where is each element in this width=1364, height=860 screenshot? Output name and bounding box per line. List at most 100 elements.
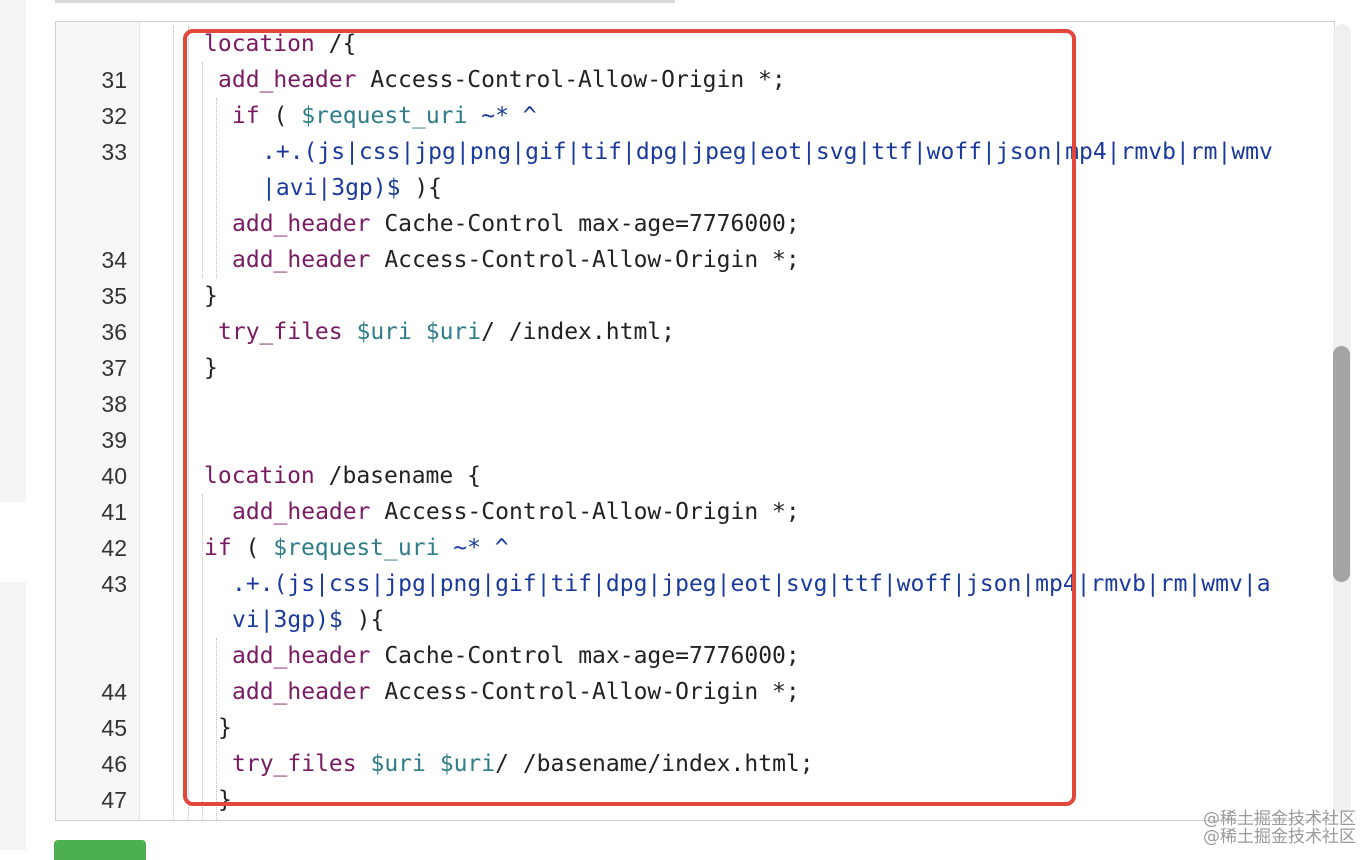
- code-text: add_header Access-Control-Allow-Origin *…: [232, 674, 800, 710]
- keyword: try_files: [232, 751, 357, 777]
- code-rest: Cache-Control max-age=7776000;: [370, 643, 800, 669]
- code-line[interactable]: 38 }: [56, 350, 1334, 417]
- code-line-wrap[interactable]: |avi|3gp)$ ){: [56, 170, 1334, 206]
- code-text: vi|3gp)$ ){: [232, 602, 384, 638]
- code-text: add_header Cache-Control max-age=7776000…: [232, 206, 800, 242]
- code-rest: Cache-Control max-age=7776000;: [370, 211, 800, 237]
- line-number: 35: [101, 283, 127, 309]
- line-number: 38: [101, 391, 127, 417]
- watermark-text: @稀土掘金技术社区: [1203, 809, 1356, 829]
- keyword: add_header: [232, 643, 371, 669]
- code-paren: (: [231, 535, 274, 561]
- keyword: if: [204, 535, 232, 561]
- side-panel-lower: [0, 582, 26, 850]
- code-lines: 31 location /{ 32 add_header Access-Cont…: [56, 26, 1334, 818]
- code-text: add_header Access-Control-Allow-Origin *…: [218, 62, 786, 98]
- code-line-wrap[interactable]: vi|3gp)$ ){: [56, 602, 1334, 638]
- code-rest: Access-Control-Allow-Origin *;: [370, 679, 800, 705]
- keyword: add_header: [232, 499, 371, 525]
- scrollbar-thumb[interactable]: [1333, 346, 1350, 582]
- indent-guide: [202, 62, 203, 278]
- code-line[interactable]: 32 add_header Access-Control-Allow-Origi…: [56, 62, 1334, 129]
- code-rest: / /index.html;: [481, 319, 675, 345]
- keyword: if: [232, 103, 260, 129]
- regex-text: |avi|3gp)$: [262, 175, 401, 201]
- code-line[interactable]: 45 add_header Access-Control-Allow-Origi…: [56, 674, 1334, 741]
- keyword: location: [204, 31, 315, 57]
- variable: $uri: [356, 751, 426, 777]
- code-line-wrap[interactable]: .+.(js|css|jpg|png|gif|tif|dpg|jpeg|eot|…: [56, 134, 1334, 170]
- code-text: }: [218, 787, 232, 813]
- indent-guide: [188, 26, 189, 820]
- code-text: add_header Cache-Control max-age=7776000…: [232, 638, 800, 674]
- line-number: 42: [101, 535, 127, 561]
- code-text: add_header Access-Control-Allow-Origin *…: [232, 242, 800, 278]
- line-number: 33: [101, 139, 127, 165]
- line-number: 41: [101, 499, 127, 525]
- line-number: 47: [101, 787, 127, 813]
- keyword: add_header: [232, 247, 371, 273]
- line-number: 43: [101, 571, 127, 597]
- code-line[interactable]: 40: [56, 422, 1334, 489]
- code-text: |avi|3gp)$ ){: [262, 170, 442, 206]
- code-line[interactable]: 41 location /basename {: [56, 458, 1334, 525]
- operator: ~* ^: [439, 535, 509, 561]
- line-number: 39: [101, 427, 127, 453]
- code-rest: Access-Control-Allow-Origin *;: [356, 67, 786, 93]
- line-number-gutter: [56, 22, 140, 820]
- code-line[interactable]: 31 location /{: [56, 26, 1334, 93]
- code-line[interactable]: 46 }: [56, 710, 1334, 777]
- green-button[interactable]: [54, 840, 146, 860]
- top-divider: [55, 0, 675, 3]
- line-number: 37: [101, 355, 127, 381]
- indent-guide: [173, 26, 174, 820]
- variable: $uri: [411, 319, 482, 345]
- code-text: add_header Access-Control-Allow-Origin *…: [232, 494, 800, 530]
- code-line[interactable]: 43 if ( $request_uri ~* ^: [56, 530, 1334, 597]
- highlight-annotation-box: [183, 29, 1076, 806]
- indent-guide: [216, 638, 217, 820]
- code-rest: / /basename/index.html;: [495, 751, 814, 777]
- code-rest: /{: [314, 31, 357, 57]
- code-line[interactable]: 36 }: [56, 278, 1334, 345]
- watermark-text-shadow: @稀土掘金技术社区: [1203, 827, 1356, 847]
- side-panel: [0, 0, 26, 502]
- keyword: add_header: [232, 211, 371, 237]
- code-text: if ( $request_uri ~* ^: [232, 98, 537, 134]
- code-text: try_files $uri $uri/ /index.html;: [218, 314, 675, 350]
- code-editor[interactable]: 31 location /{ 32 add_header Access-Cont…: [55, 21, 1335, 821]
- variable: $request_uri: [301, 103, 468, 129]
- code-text: if ( $request_uri ~* ^: [204, 530, 509, 566]
- code-text: try_files $uri $uri/ /basename/index.htm…: [232, 746, 814, 782]
- code-line[interactable]: 35 add_header Access-Control-Allow-Origi…: [56, 242, 1334, 309]
- code-rest: /basename {: [314, 463, 481, 489]
- line-number: 45: [101, 715, 127, 741]
- code-line[interactable]: 39: [56, 386, 1334, 453]
- code-text: }: [218, 715, 232, 741]
- line-number: 44: [101, 679, 127, 705]
- code-line[interactable]: 44 add_header Cache-Control max-age=7776…: [56, 638, 1334, 705]
- code-text: }: [204, 283, 218, 309]
- code-rest: Access-Control-Allow-Origin *;: [370, 247, 800, 273]
- code-rest: Access-Control-Allow-Origin *;: [370, 499, 800, 525]
- line-number: 34: [101, 247, 127, 273]
- code-text: location /{: [204, 26, 356, 62]
- variable: $request_uri: [273, 535, 440, 561]
- regex-text: .+.(js|css|jpg|png|gif|tif|dpg|jpeg|eot|…: [232, 571, 1271, 597]
- code-line[interactable]: 48 }: [56, 782, 1334, 818]
- code-line-wrap[interactable]: .+.(js|css|jpg|png|gif|tif|dpg|jpeg|eot|…: [56, 566, 1334, 602]
- operator: ~* ^: [467, 103, 537, 129]
- code-text: location /basename {: [204, 458, 481, 494]
- regex-text: .+.(js|css|jpg|png|gif|tif|dpg|jpeg|eot|…: [262, 139, 1273, 165]
- code-line[interactable]: 37 try_files $uri $uri/ /index.html;: [56, 314, 1334, 381]
- code-line[interactable]: 33 if ( $request_uri ~* ^: [56, 98, 1334, 165]
- keyword: add_header: [218, 67, 357, 93]
- code-line[interactable]: 34 add_header Cache-Control max-age=7776…: [56, 206, 1334, 273]
- line-number: 32: [101, 103, 127, 129]
- line-number: 40: [101, 463, 127, 489]
- line-number: 46: [101, 751, 127, 777]
- code-line[interactable]: 47 try_files $uri $uri/ /basename/index.…: [56, 746, 1334, 813]
- code-line[interactable]: 42 add_header Access-Control-Allow-Origi…: [56, 494, 1334, 561]
- code-rest: ){: [342, 607, 385, 633]
- regex-text: vi|3gp)$: [232, 607, 343, 633]
